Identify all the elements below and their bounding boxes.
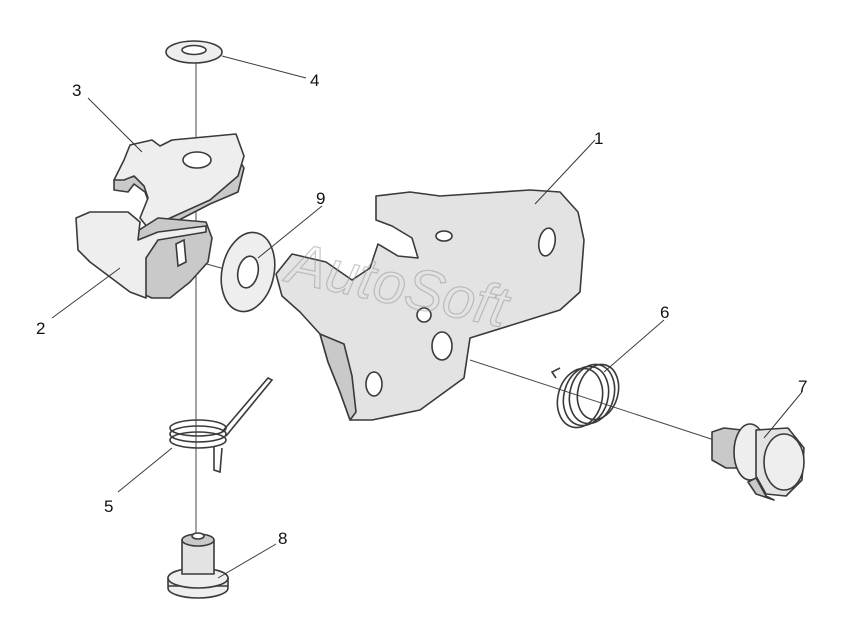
leader-lines <box>51 55 803 579</box>
callout-3: 3 <box>72 81 81 100</box>
part-5-spring <box>169 377 274 474</box>
part-3-latch <box>113 133 245 237</box>
callout-4: 4 <box>310 71 319 90</box>
part-4-washer <box>165 40 223 64</box>
callout-9: 9 <box>316 189 325 208</box>
part-6-spring <box>550 363 620 429</box>
callout-labels: 1 2 3 4 5 6 7 8 9 <box>36 71 807 548</box>
part-9-washer <box>220 231 276 313</box>
callout-7: 7 <box>798 377 807 396</box>
callout-1: 1 <box>594 129 603 148</box>
callout-5: 5 <box>104 497 113 516</box>
callout-2: 2 <box>36 319 45 338</box>
part-2-housing <box>75 211 213 299</box>
part-1-bracket <box>275 189 585 421</box>
callout-8: 8 <box>278 529 287 548</box>
part-8-pin <box>167 532 229 599</box>
callout-6: 6 <box>660 303 669 322</box>
part-7-bolt <box>711 423 805 501</box>
